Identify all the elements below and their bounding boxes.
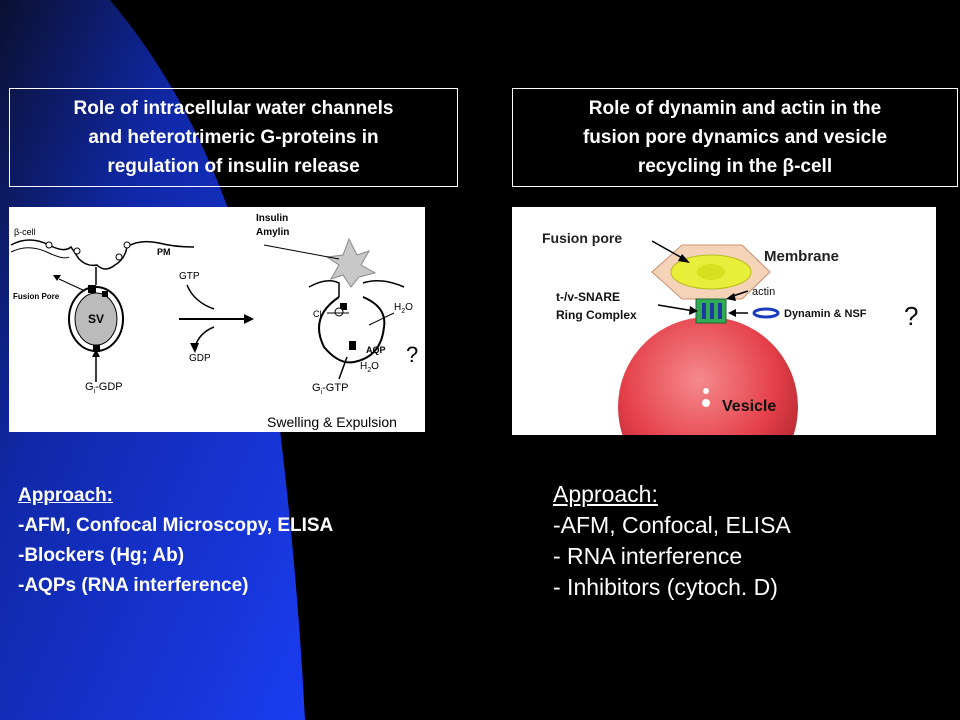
left-approach-item: -AFM, Confocal Microscopy, ELISA — [18, 515, 334, 536]
question-mark: ? — [406, 342, 418, 367]
vesicle-sphere — [618, 317, 798, 435]
fusion-pore-model: Fusion pore Membrane t-/v-SNARE Ring Com… — [512, 207, 936, 435]
h2o-top-sub: 2 — [401, 308, 405, 315]
gi-gdp-sub: i — [94, 388, 96, 395]
right-approach-heading: Approach: — [553, 481, 658, 507]
h2o-bot-o: O — [371, 361, 379, 372]
gdp-label: GDP — [189, 353, 211, 364]
beta-cell-label: β-cell — [14, 227, 36, 237]
gtp-label: GTP — [179, 271, 200, 282]
svg-text:Gi-GDP: Gi-GDP — [85, 381, 123, 395]
left-title-line: and heterotrimeric G-proteins in — [88, 127, 379, 148]
left-title-line: Role of intracellular water channels — [73, 98, 394, 119]
insulin-release-diagram-svg: β-cell PM SV Fusion Pore Gi-GDP GTP GDP — [10, 213, 418, 430]
left-approach-item: -AQPs (RNA interference) — [18, 575, 249, 596]
dynamin-ring-icon — [752, 307, 780, 319]
dynamin-nsf-label: Dynamin & NSF — [784, 308, 867, 320]
sv-label: SV — [88, 312, 104, 326]
fusion-pore-label: Fusion pore — [542, 230, 622, 246]
snare-label-line1: t-/v-SNARE — [556, 290, 620, 304]
h2o-bot-h: H — [360, 361, 367, 372]
insulin-label: Insulin — [256, 213, 288, 224]
gi-gdp-rest: -GDP — [95, 381, 123, 393]
gi-gtp-g: G — [312, 382, 321, 394]
right-approach-item: - Inhibitors (cytoch. D) — [553, 574, 778, 600]
insulin-release-burst — [325, 237, 377, 288]
aqp-label: AQP — [366, 345, 386, 355]
right-approach-item: -AFM, Confocal, ELISA — [553, 512, 791, 538]
right-title-box: Role of dynamin and actin in the fusion … — [512, 88, 958, 187]
h2o-top-o: O — [405, 302, 413, 313]
actin-label: actin — [752, 286, 775, 298]
right-title-line: Role of dynamin and actin in the — [588, 98, 882, 119]
cl-label: Cl — [313, 309, 322, 319]
right-title-line: recycling in the β-cell — [637, 156, 833, 177]
vesicle-label: Vesicle — [722, 398, 776, 415]
pm-label: PM — [157, 247, 171, 257]
left-title-line: regulation of insulin release — [107, 156, 360, 177]
question-mark: ? — [904, 301, 918, 331]
fusion-pore-label: Fusion Pore — [13, 292, 60, 301]
gi-gtp-rest: -GTP — [322, 382, 348, 394]
right-approach-item: - RNA interference — [553, 543, 743, 569]
left-title-box: Role of intracellular water channels and… — [9, 88, 458, 187]
h2o-bot-sub: 2 — [367, 367, 371, 374]
insulin-release-diagram: β-cell PM SV Fusion Pore Gi-GDP GTP GDP — [9, 207, 425, 432]
left-approach-item: -Blockers (Hg; Ab) — [18, 545, 185, 566]
gi-gdp-g: G — [85, 381, 94, 393]
left-approach-heading: Approach: — [18, 485, 113, 506]
right-title-line: fusion pore dynamics and vesicle — [582, 127, 888, 148]
amylin-label: Amylin — [256, 227, 289, 238]
svg-text:H2O: H2O — [394, 302, 413, 315]
swelling-caption: Swelling & Expulsion — [267, 414, 397, 430]
snare-label-line2: Ring Complex — [556, 308, 637, 322]
svg-text:H2O: H2O — [360, 361, 379, 374]
right-approach: Approach: -AFM, Confocal, ELISA - RNA in… — [553, 479, 791, 603]
membrane-label: Membrane — [764, 248, 839, 265]
gi-gtp-sub: i — [321, 389, 323, 396]
left-approach: Approach: -AFM, Confocal Microscopy, ELI… — [18, 481, 333, 601]
h2o-top-h: H — [394, 302, 401, 313]
svg-text:Gi-GTP: Gi-GTP — [312, 382, 348, 396]
fusion-pore-model-svg: Fusion pore Membrane t-/v-SNARE Ring Com… — [542, 230, 918, 435]
